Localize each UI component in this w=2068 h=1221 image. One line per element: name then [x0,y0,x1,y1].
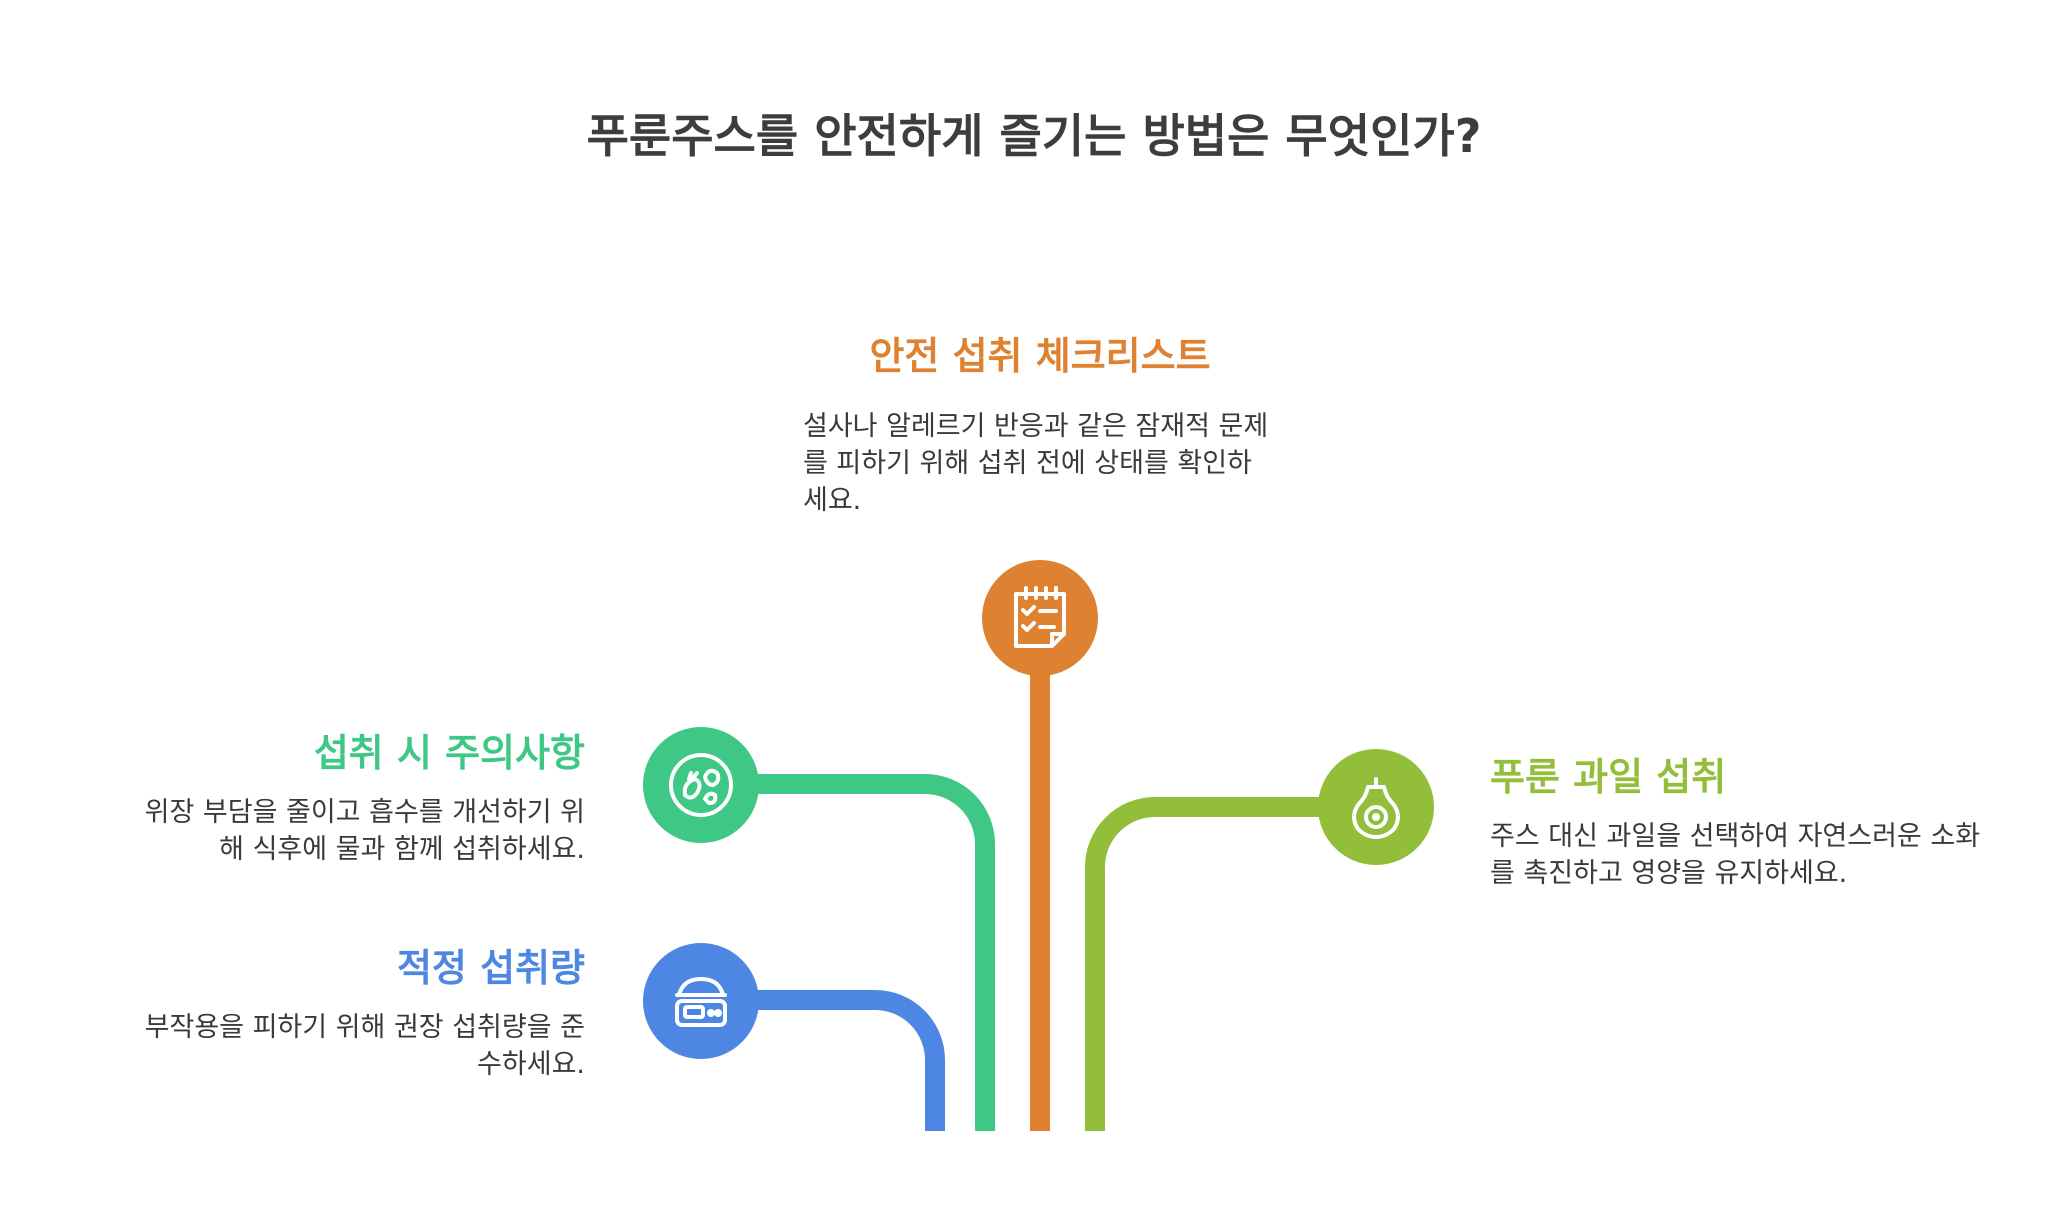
amount-description: 부작용을 피하기 위해 권장 섭취량을 준수하세요. [144,1012,585,1080]
prune-plate-icon [669,753,733,817]
fruit-node [1318,749,1434,865]
precautions-node [643,727,759,843]
checklist-node [982,560,1098,676]
kitchen-scale-icon [675,977,727,1027]
amount-heading: 적정 섭취량 [396,946,585,990]
precautions-description: 위장 부담을 줄이고 흡수를 개선하기 위해 식후에 물과 함께 섭취하세요. [144,797,585,865]
amount-connector [700,990,945,1131]
fruit-heading: 푸룬 과일 섭취 [1490,755,1727,799]
amount-node [643,943,759,1059]
precautions-heading: 섭취 시 주의사항 [313,731,585,775]
fruit-connector [1085,797,1350,1131]
checklist-description: 설사나 알레르기 반응과 같은 잠재적 문제를 피하기 위해 섭취 전에 상태를… [803,411,1269,516]
checklist-notepad-icon [1014,586,1066,648]
page-title: 푸룬주스를 안전하게 즐기는 방법은 무엇인가? [586,109,1482,163]
precautions-connector [700,774,995,1131]
checklist-heading: 안전 섭취 체크리스트 [869,334,1211,378]
fig-fruit-icon [1352,777,1400,839]
fruit-description: 주스 대신 과일을 선택하여 자연스러운 소화를 촉진하고 영양을 유지하세요. [1490,821,1981,889]
